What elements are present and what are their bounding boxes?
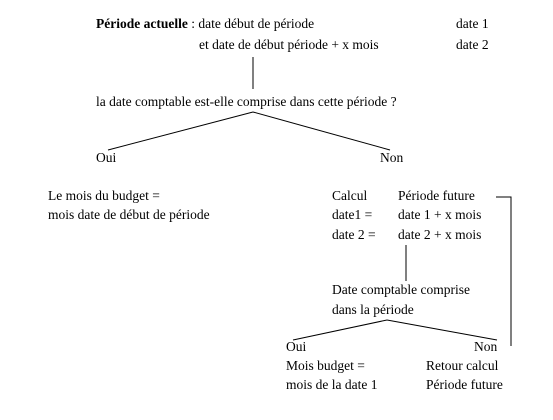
non-label-2: Non [474,339,498,354]
branch-line-non-1 [252,111,391,151]
branch-line-oui-2 [292,319,388,341]
calc-future-label: Période future [398,188,475,203]
question-1: la date comptable est-elle comprise dans… [96,94,397,109]
branch-line-oui-1 [107,111,254,151]
retour-line-2: Période future [426,377,503,392]
calc-row1-label: date1 = [332,207,373,222]
calc-row2-value: date 2 + x mois [398,227,482,242]
period-label: Période actuelle [96,16,188,31]
budget-month-line-1: Le mois du budget = [48,188,160,203]
calc-label: Calcul [332,188,368,203]
budget2-line-1: Mois budget = [286,358,365,373]
budget2-line-2: mois de la date 1 [286,377,378,392]
period-line-2: et date de début période + x mois [199,37,379,52]
non-label-1: Non [380,150,404,165]
question-2-line-1: Date comptable comprise [332,282,470,297]
calc-row2-label: date 2 = [332,227,376,242]
retour-line-1: Retour calcul [426,358,499,373]
question-2-line-2: dans la période [332,302,414,317]
loop-back-line [496,196,512,346]
oui-label-1: Oui [96,150,117,165]
period-line2-value: date 2 [456,37,489,52]
branch-line-non-2 [386,319,498,341]
period-line1-value: date 1 [456,16,489,31]
budget-month-line-2: mois date de début de période [48,207,210,222]
period-line1-rest: : date début de période [187,16,315,31]
period-line-1: Période actuelle : date début de période [96,16,314,32]
oui-label-2: Oui [286,339,307,354]
calc-row1-value: date 1 + x mois [398,207,482,222]
